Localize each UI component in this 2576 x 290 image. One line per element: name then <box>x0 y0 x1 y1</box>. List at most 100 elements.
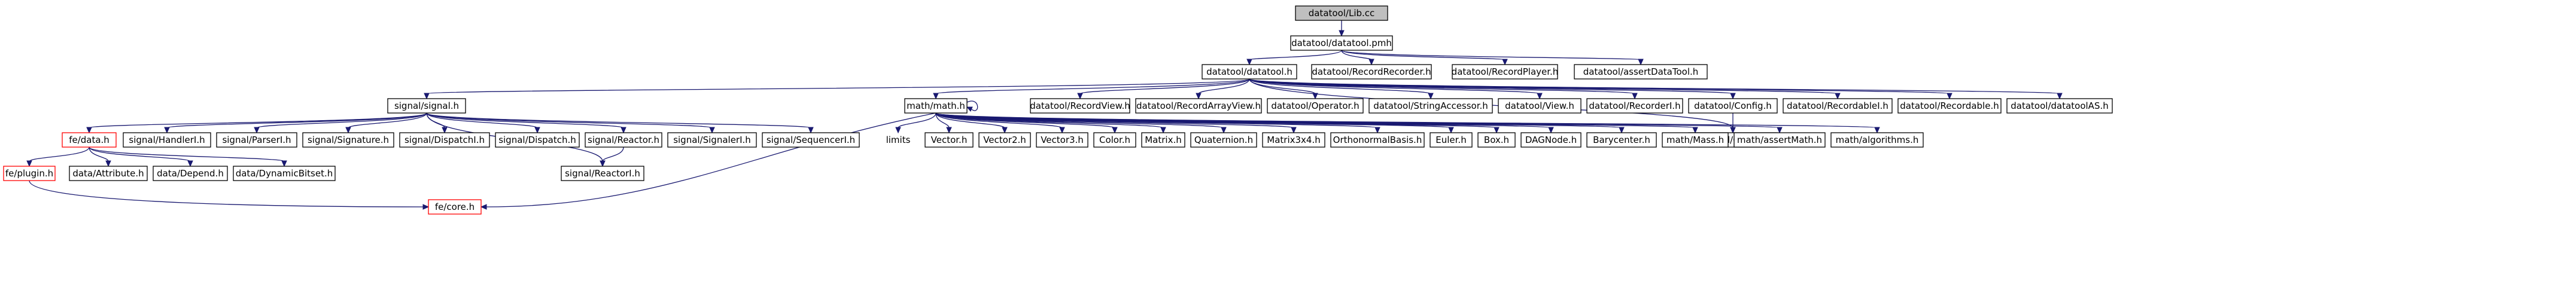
node-label: signal/SignalerI.h <box>673 135 751 145</box>
node-label: data/DynamicBitset.h <box>236 168 333 179</box>
node-root[interactable]: datatool/Lib.cc <box>1295 5 1388 21</box>
node-box <box>233 166 336 181</box>
edge-fe_data_h-to-dynamic_bitset_h <box>89 146 287 167</box>
node-box <box>1586 98 1683 114</box>
node-matrix-h[interactable]: Matrix.h <box>1141 132 1185 148</box>
node-mass-h[interactable]: math/Mass.h <box>1662 132 1729 148</box>
node-datatool-as-h[interactable]: datatool/datatoolAS.h <box>2006 98 2113 114</box>
node-signal-h[interactable]: signal/signal.h <box>387 98 466 114</box>
node-record-view-h[interactable]: datatool/RecordView.h <box>1030 98 1130 114</box>
node-label: DAGNode.h <box>1525 135 1577 145</box>
node-label: datatool/Operator.h <box>1271 100 1359 111</box>
node-handler-i-h[interactable]: signal/HandlerI.h <box>123 132 211 148</box>
node-vector3-h[interactable]: Vector3.h <box>1036 132 1088 148</box>
node-box <box>561 166 644 181</box>
node-fe-data-h[interactable]: fe/data.h <box>62 132 117 148</box>
node-attribute-h[interactable]: data/Attribute.h <box>69 166 148 181</box>
node-box <box>1190 132 1257 148</box>
node-string-accessor-h[interactable]: datatool/StringAccessor.h <box>1368 98 1493 114</box>
node-barycenter-h[interactable]: Barycenter.h <box>1586 132 1657 148</box>
node-box <box>978 132 1031 148</box>
node-record-array-view-h[interactable]: datatool/RecordArrayView.h <box>1135 98 1262 114</box>
node-vector2-h[interactable]: Vector2.h <box>978 132 1031 148</box>
node-fe-plugin-h[interactable]: fe/plugin.h <box>3 166 56 181</box>
node-box <box>1368 98 1493 114</box>
node-label: Euler.h <box>1435 135 1466 145</box>
edge-datatool_h-to-math_h <box>933 78 1250 100</box>
node-record-recorder-h[interactable]: datatool/RecordRecorder.h <box>1311 64 1432 80</box>
edge-fe_data_h-to-fe_plugin_h <box>26 146 90 167</box>
node-label: math/assertMath.h <box>1737 135 1822 145</box>
node-box <box>69 166 148 181</box>
node-label: signal/SequencerI.h <box>767 135 855 145</box>
node-fe-core-h[interactable]: fe/core.h <box>428 199 482 215</box>
node-signaler-i-h[interactable]: signal/SignalerI.h <box>667 132 757 148</box>
node-box <box>123 132 211 148</box>
edge-signal_h-to-dispatch_h <box>426 112 540 134</box>
node-label: limits <box>886 135 911 145</box>
node-parser-i-h[interactable]: signal/ParserI.h <box>216 132 297 148</box>
node-box <box>1586 132 1657 148</box>
node-label: datatool/RecorderI.h <box>1589 100 1680 111</box>
node-recordable-i-h[interactable]: datatool/RecordableI.h <box>1783 98 1893 114</box>
node-record-player-h[interactable]: datatool/RecordPlayer.h <box>1452 64 1559 80</box>
node-recorder-i-h[interactable]: datatool/RecorderI.h <box>1586 98 1683 114</box>
node-sequencer-i-h[interactable]: signal/SequencerI.h <box>762 132 860 148</box>
node-label: datatool/RecordPlayer.h <box>1452 66 1559 77</box>
node-dynamic-bitset-h[interactable]: data/DynamicBitset.h <box>233 166 336 181</box>
node-quaternion-h[interactable]: Quaternion.h <box>1190 132 1257 148</box>
node-assert-math-h[interactable]: math/assertMath.h <box>1733 132 1826 148</box>
edge-math_h-to-vector2_h <box>935 112 1008 134</box>
node-vector-h[interactable]: Vector.h <box>924 132 974 148</box>
edge-math_h-to-matrix3x4_h <box>935 112 1297 134</box>
node-label: math/Mass.h <box>1666 135 1724 145</box>
node-box <box>1783 98 1893 114</box>
edge-datatool_h-to-string_accessor_h <box>1249 78 1434 100</box>
node-box <box>904 98 968 114</box>
edge-datatool_h-to-config_h <box>1249 78 1736 100</box>
node-recordable-h[interactable]: datatool/Recordable.h <box>1897 98 2002 114</box>
node-reactor-i-h[interactable]: signal/ReactorI.h <box>561 166 644 181</box>
node-assert-datatool-h[interactable]: datatool/assertDataTool.h <box>1574 64 1708 80</box>
edge-math_h-to-matrix_h <box>935 112 1166 134</box>
edge-datatool_pmh-to-record_player_h <box>1341 50 1508 66</box>
node-box <box>216 132 297 148</box>
node-limits[interactable]: limits <box>877 133 919 147</box>
edge-signal_h-to-handler_i_h <box>164 112 427 134</box>
node-box <box>1520 132 1582 148</box>
node-box <box>1036 132 1088 148</box>
node-box <box>428 199 482 215</box>
node-view-h[interactable]: datatool/View.h <box>1498 98 1582 114</box>
node-euler-h[interactable]: Euler.h <box>1430 132 1473 148</box>
edge-math_h-to-color_h <box>935 112 1118 134</box>
edge-signal_h-to-sequencer_i_h <box>426 112 814 134</box>
node-datatool-h[interactable]: datatool/datatool.h <box>1202 64 1297 80</box>
node-box <box>3 166 56 181</box>
node-color-h[interactable]: Color.h <box>1093 132 1136 148</box>
node-matrix3x4-h[interactable]: Matrix3x4.h <box>1262 132 1325 148</box>
node-dagnode-h[interactable]: DAGNode.h <box>1520 132 1582 148</box>
node-box-h[interactable]: Box.h <box>1477 132 1516 148</box>
node-operator-h[interactable]: datatool/Operator.h <box>1267 98 1364 114</box>
node-label: signal/Dispatch.h <box>498 135 576 145</box>
node-label: datatool/Lib.cc <box>1309 8 1375 19</box>
edge-math_h-self-loop <box>966 100 978 112</box>
node-label: Vector.h <box>931 135 968 145</box>
node-signature-h[interactable]: signal/Signature.h <box>302 132 394 148</box>
node-dispatch-i-h[interactable]: signal/DispatchI.h <box>399 132 490 148</box>
node-label: Box.h <box>1484 135 1509 145</box>
node-config-h[interactable]: datatool/Config.h <box>1688 98 1778 114</box>
edge-datatool_h-to-record_array_view_h <box>1196 78 1250 100</box>
node-label: datatool/RecordArrayView.h <box>1136 100 1261 111</box>
node-dispatch-h[interactable]: signal/Dispatch.h <box>495 132 580 148</box>
node-math-h[interactable]: math/math.h <box>904 98 968 114</box>
edge-math_h-to-vector_h <box>935 112 952 134</box>
node-datatool-pmh[interactable]: datatool/datatool.pmh <box>1290 35 1393 51</box>
node-orthonormal-basis-h[interactable]: OrthonormalBasis.h <box>1330 132 1425 148</box>
node-depend-h[interactable]: data/Depend.h <box>153 166 228 181</box>
node-reactor-h[interactable]: signal/Reactor.h <box>585 132 662 148</box>
edge-config_h-to-config_i_h <box>1730 112 1736 134</box>
dependency-edges <box>26 20 2063 210</box>
node-label: data/Attribute.h <box>72 168 144 179</box>
node-algorithms-h[interactable]: math/algorithms.h <box>1830 132 1924 148</box>
